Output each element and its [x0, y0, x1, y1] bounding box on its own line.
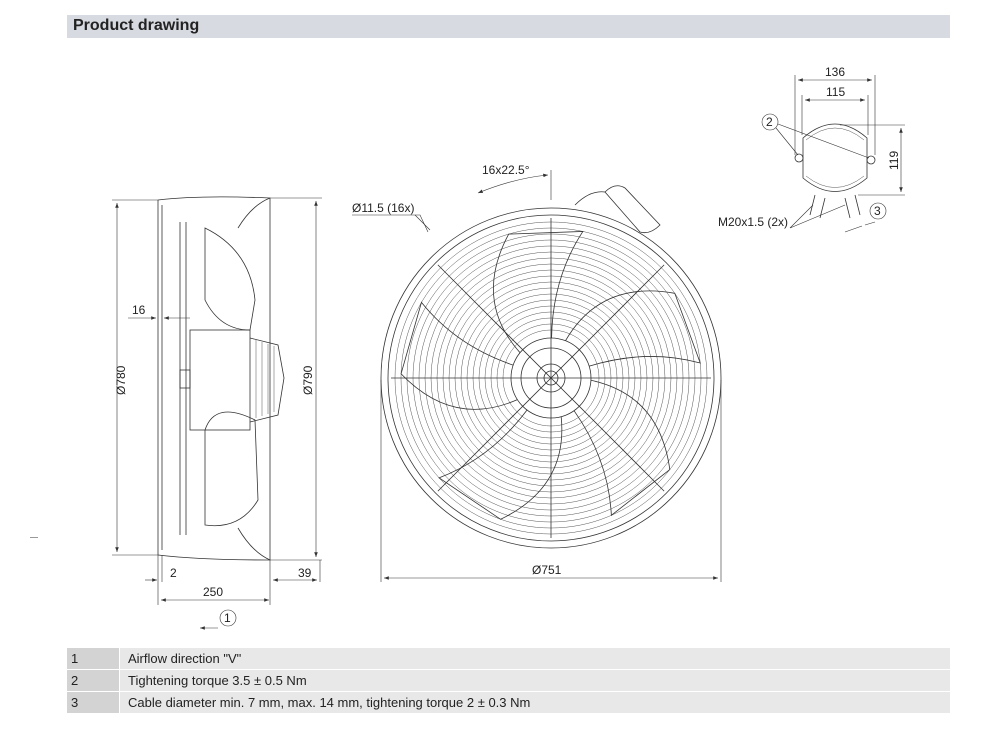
- section-header: Product drawing: [67, 15, 950, 38]
- note-number: 1: [67, 648, 119, 669]
- dim-39: 39: [298, 566, 312, 580]
- dim-115: 115: [826, 85, 845, 99]
- fan-blade: [493, 230, 584, 353]
- dim-16: 16: [132, 303, 146, 317]
- note-text: Cable diameter min. 7 mm, max. 14 mm, ti…: [120, 692, 950, 713]
- note-text: Tightening torque 3.5 ± 0.5 Nm: [120, 670, 950, 691]
- product-drawing: Ø780 Ø790 16 2 250 39 1 16x22.5° Ø11.5: [112, 65, 905, 630]
- dim-751: Ø751: [532, 563, 562, 577]
- callout-3: 3: [874, 204, 881, 218]
- dim-2: 2: [170, 566, 177, 580]
- terminal-box-view: 136 115 119 2 M20x1.5 (2x) 3: [718, 65, 905, 233]
- note-number: 2: [67, 670, 119, 691]
- dim-250: 250: [203, 585, 223, 599]
- dim-790: Ø790: [301, 365, 315, 395]
- dim-hole: Ø11.5 (16x): [352, 201, 414, 215]
- dim-angle: 16x22.5°: [482, 163, 530, 177]
- callout-1: 1: [224, 611, 231, 625]
- note-number: 3: [67, 692, 119, 713]
- fan-blade: [573, 379, 671, 517]
- dim-119: 119: [887, 151, 901, 170]
- note-text: Airflow direction "V": [120, 648, 950, 669]
- dim-136: 136: [825, 65, 845, 79]
- gland-label: M20x1.5 (2x): [718, 215, 788, 229]
- margin-mark: [30, 537, 38, 538]
- dim-780: Ø780: [114, 365, 128, 395]
- fan-blade: [438, 409, 563, 520]
- guard-spoke: [437, 264, 665, 492]
- front-view: 16x22.5° Ø11.5 (16x) Ø751: [352, 163, 722, 582]
- fan-blade: [400, 301, 518, 410]
- fan-blade: [565, 290, 701, 367]
- callout-2: 2: [766, 115, 773, 129]
- side-view: Ø780 Ø790 16 2 250 39 1: [112, 196, 322, 630]
- section-title: Product drawing: [73, 17, 200, 34]
